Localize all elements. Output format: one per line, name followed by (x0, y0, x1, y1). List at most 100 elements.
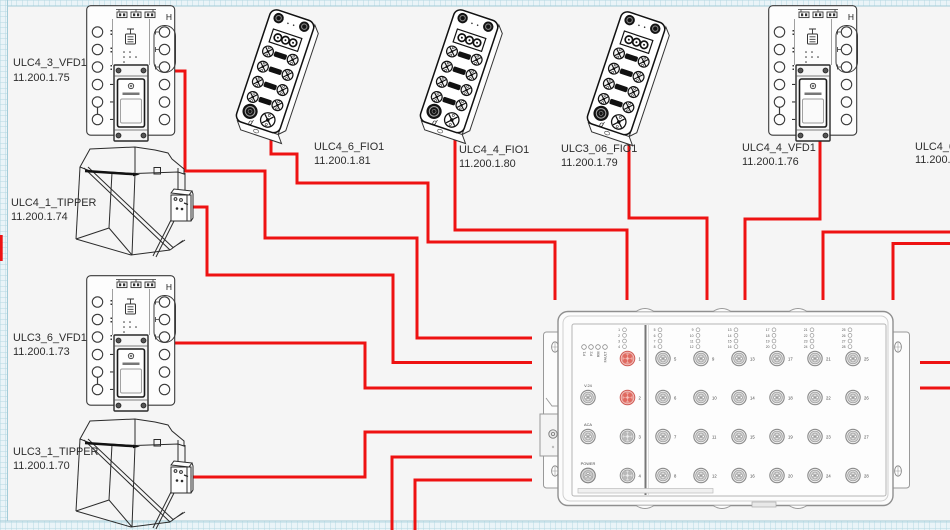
panel-port-26[interactable] (845, 389, 861, 406)
wires (0, 69, 950, 530)
panel-port-23[interactable] (807, 428, 823, 445)
panel-port-22[interactable] (807, 389, 823, 406)
label-ulc4_1_tipper: ULC4_1_TIPPER (11, 197, 96, 209)
led-num: 21 (804, 328, 808, 332)
port-num: 25 (864, 356, 869, 361)
led-num: 17 (766, 328, 770, 332)
panel-port-19[interactable] (769, 428, 785, 445)
led-num: 13 (728, 328, 732, 332)
led-num: 9 (692, 328, 694, 332)
wire-bottom-a[interactable] (390, 455, 532, 530)
led (695, 327, 701, 333)
panel-port-15[interactable] (731, 428, 747, 445)
panel-port-V.24[interactable] (580, 389, 596, 406)
ip-ulc4_3_vfd1: 11.200.1.75 (13, 72, 70, 84)
port-num: 3 (639, 434, 642, 439)
led (847, 333, 853, 338)
led (809, 327, 815, 333)
wire-ulc3_6_vfd1[interactable] (174, 341, 532, 390)
panel-port-ACA[interactable] (580, 428, 596, 445)
ip-offscreen-right: 11.200.1. (915, 154, 950, 166)
port-num: 15 (750, 434, 755, 439)
status-led-FAULT (602, 344, 608, 350)
wire-ulc4_3_vfd1[interactable] (174, 69, 532, 340)
wire-ulc4_1_tipper[interactable] (173, 205, 532, 364)
panel-port-8[interactable] (655, 467, 671, 484)
panel-port-21[interactable] (807, 350, 823, 367)
led (733, 344, 739, 349)
status-led-label: RM (597, 351, 601, 357)
panel-port-6[interactable] (655, 389, 671, 406)
panel-port-11[interactable] (693, 428, 709, 445)
led (771, 344, 777, 349)
wire-ulc4_6_fio1[interactable] (269, 137, 557, 300)
led (622, 338, 627, 344)
port-num: 20 (788, 473, 793, 478)
status-led-label: FAULT (604, 351, 608, 363)
port-num: 12 (712, 473, 717, 478)
wire-bottom-b[interactable] (413, 478, 532, 530)
led-num: 2 (618, 334, 620, 338)
led-num: 1 (618, 328, 620, 332)
label-offscreen-right: ULC4_6_ (915, 141, 950, 153)
led-num: 28 (842, 345, 846, 349)
panel-port-5[interactable] (655, 350, 671, 367)
port-num: 6 (674, 395, 677, 400)
port-num: 16 (750, 473, 755, 478)
port-num: 7 (674, 434, 677, 439)
led-num: 14 (728, 334, 732, 338)
port-num: 22 (826, 395, 831, 400)
wire-right-b[interactable] (891, 242, 950, 301)
panel-port-3[interactable] (619, 428, 636, 445)
panel-port-13[interactable] (731, 350, 747, 367)
wire-ulc3_1_tipper[interactable] (173, 430, 532, 479)
led (657, 327, 663, 333)
ip-ulc4_4_fio1: 11.200.1.80 (459, 158, 516, 170)
panel-port-1[interactable] (619, 350, 636, 367)
ip-ulc3_6_vfd1: 11.200.1.73 (13, 346, 70, 358)
led-num: 5 (654, 328, 656, 332)
aux-port-label: POWER (581, 461, 596, 466)
status-led-label: P2 (590, 352, 594, 356)
device-ulc4_4_vfd1[interactable] (767, 4, 859, 142)
device-ulc4_3_vfd1[interactable] (85, 4, 177, 142)
wire-right-a[interactable] (821, 230, 950, 300)
panel-port-POWER[interactable] (580, 467, 596, 484)
wire-ulc4_4_vfd1[interactable] (743, 141, 822, 300)
port-num: 8 (674, 473, 677, 478)
ip-ulc4_6_fio1: 11.200.1.81 (314, 155, 371, 167)
panel-port-4[interactable] (619, 467, 636, 484)
wire-ulc4_4_fio1[interactable] (453, 139, 629, 300)
label-ulc4_4_fio1: ULC4_4_FIO1 (459, 144, 529, 156)
panel-port-12[interactable] (693, 467, 709, 484)
port-num: 4 (639, 473, 642, 478)
panel-port-16[interactable] (731, 467, 747, 484)
ip-ulc4_1_tipper: 11.200.1.74 (11, 211, 68, 223)
panel-port-20[interactable] (769, 467, 785, 484)
wire-ulc3_06_fio1[interactable] (627, 142, 709, 300)
led (695, 344, 701, 349)
led (809, 344, 815, 349)
led-num: 12 (690, 345, 694, 349)
label-ulc4_3_vfd1: ULC4_3_VFD1 (13, 57, 87, 69)
led-num: 25 (842, 328, 846, 332)
panel-port-2[interactable] (619, 389, 636, 406)
panel-port-9[interactable] (693, 350, 709, 367)
panel-port-18[interactable] (769, 389, 785, 406)
led (622, 344, 627, 349)
port-num: 19 (788, 434, 793, 439)
panel-port-17[interactable] (769, 350, 785, 367)
panel-port-14[interactable] (731, 389, 747, 406)
panel-port-10[interactable] (693, 389, 709, 406)
led-num: 16 (728, 345, 732, 349)
panel-port-25[interactable] (845, 350, 861, 367)
panel-port-24[interactable] (807, 467, 823, 484)
led (733, 338, 739, 344)
panel-port-7[interactable] (655, 428, 671, 445)
status-led-P2 (588, 344, 594, 350)
port-num: 28 (864, 473, 869, 478)
device-ulc3_6_vfd1[interactable] (85, 274, 177, 412)
panel-port-27[interactable] (845, 428, 861, 445)
panel-port-28[interactable] (845, 467, 861, 484)
